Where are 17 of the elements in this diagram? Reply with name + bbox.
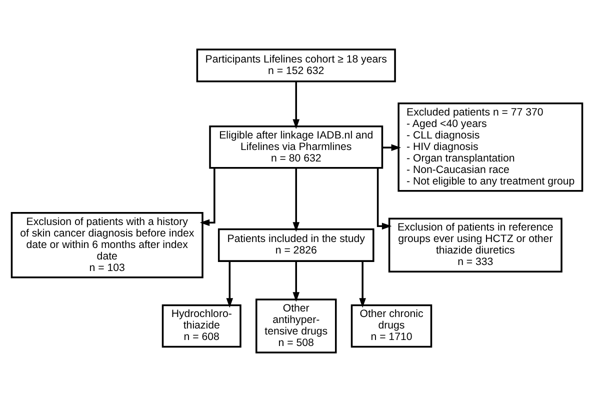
arrow	[292, 168, 300, 232]
arrow	[292, 261, 300, 302]
node-box: Hydrochloro- thiazide n = 608	[162, 304, 242, 348]
arrow	[359, 261, 366, 308]
node-box: Excluded patients n = 77 370 - Aged <40 years - CLL diagnosis - HIV diagnosis - Organ transplantation - Non-Caucasian race - Not eligible to any treatment group	[398, 102, 584, 192]
node-box: Exclusion of patients in reference groups ever using HCTZ or other thiazide diuretics n = 333	[388, 218, 562, 273]
node-box: Other antihyper- tensive drugs n = 508	[256, 298, 337, 354]
arrow	[200, 168, 216, 226]
node-box: Patients included in the study n = 2826	[218, 228, 374, 262]
node-box: Participants Lifelines cohort ≥ 18 years n = 152 632	[196, 48, 396, 82]
arrow	[376, 168, 392, 230]
arrow	[226, 261, 234, 308]
node-box: Other chronic drugs n = 1710	[350, 304, 432, 348]
node-box: Eligible after linkage IADB.nl and Lifelines via Pharmlines n = 80 632	[209, 125, 384, 169]
arrow	[382, 144, 402, 151]
arrow	[292, 82, 300, 130]
node-box: Exclusion of patients with a history of skin cancer diagnosis before index date or within 6 months after index date n = 103	[10, 212, 204, 278]
